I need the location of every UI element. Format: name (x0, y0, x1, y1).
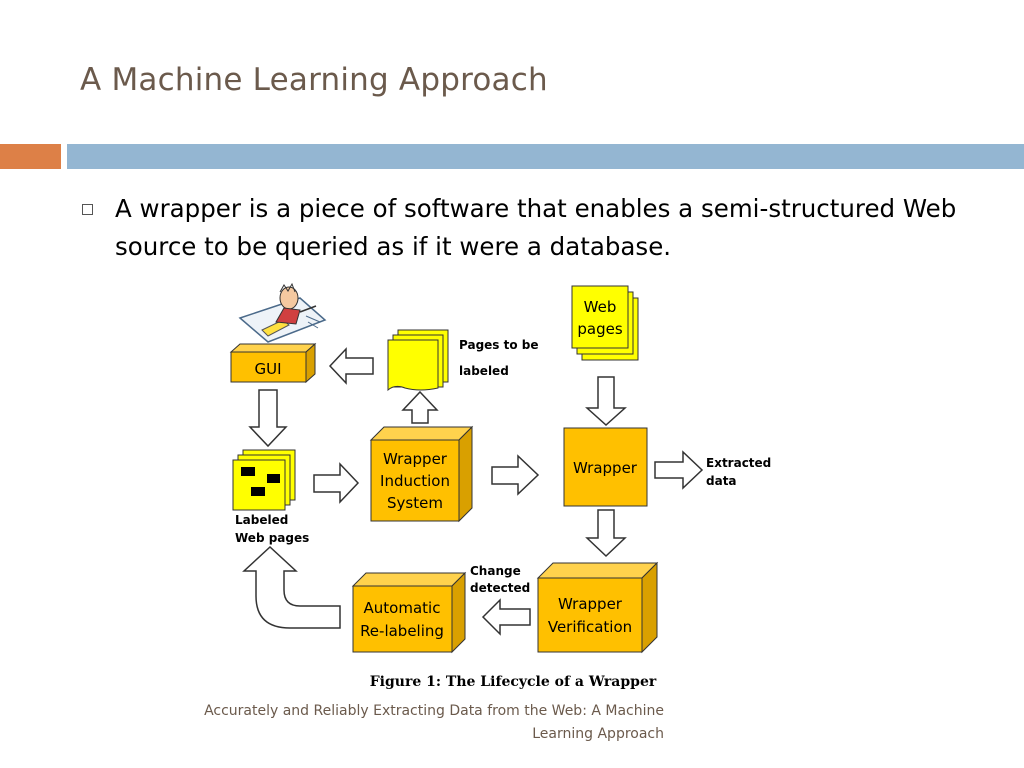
arrow-curved-up-icon (242, 545, 341, 629)
arrow-down-to-labeled-icon (248, 389, 288, 448)
verification-label-2: Verification (548, 618, 632, 636)
web-pages-label-2: pages (577, 320, 622, 338)
slide-title: A Machine Learning Approach (80, 62, 548, 98)
bullet-text: A wrapper is a piece of software that en… (115, 194, 957, 261)
automatic-relabeling-box: Automatic Re-labeling (351, 571, 467, 654)
labeled-web-pages-label-1: Labeled (235, 513, 288, 527)
source-citation: Accurately and Reliably Extracting Data … (104, 700, 664, 746)
wrapper-verification-box: Wrapper Verification (536, 561, 659, 654)
arrow-down-to-wrapper-icon (585, 376, 627, 427)
source-citation-line-1: Accurately and Reliably Extracting Data … (204, 703, 664, 719)
relabeling-label-2: Re-labeling (360, 622, 444, 640)
arrow-right-to-wrapper-icon (491, 454, 540, 496)
bullet-square-icon (82, 204, 93, 215)
pages-to-be-labeled-label-2: labeled (459, 364, 509, 378)
accent-bar-orange (0, 144, 61, 169)
gui-box: GUI (229, 342, 317, 384)
arrow-left-to-relabeling-icon (481, 598, 531, 636)
wis-label-2: Induction (380, 472, 450, 490)
extracted-data-label-1: Extracted (706, 456, 771, 470)
wis-label-1: Wrapper (383, 450, 448, 468)
arrow-left-to-gui-icon (328, 347, 374, 385)
person-clipart-icon (238, 282, 327, 343)
wrapper-label: Wrapper (573, 459, 638, 477)
wrapper-induction-system-box: Wrapper Induction System (369, 425, 474, 523)
arrow-right-to-wis-icon (313, 462, 360, 504)
pages-to-be-labeled-label-1: Pages to be (459, 338, 539, 352)
arrow-down-to-verification-icon (585, 509, 627, 558)
web-pages-stack (571, 285, 639, 361)
labeled-web-pages-label-2: Web pages (235, 531, 309, 545)
accent-bar-blue (67, 144, 1024, 169)
wrapper-box: Wrapper (563, 427, 648, 507)
verification-label-1: Wrapper (558, 595, 623, 613)
labeled-web-pages-stack (232, 449, 296, 511)
wrapper-lifecycle-diagram: GUI Pages to be labeled Web pages Labele… (229, 282, 771, 690)
web-pages-label-1: Web (584, 298, 617, 316)
arrow-right-extracted-icon (654, 450, 704, 490)
arrow-up-to-pages-icon (401, 390, 439, 424)
change-detected-label-2: detected (470, 581, 530, 595)
change-detected-label-1: Change (470, 564, 521, 578)
pages-to-be-labeled-stack (387, 329, 449, 392)
relabeling-label-1: Automatic (364, 599, 441, 617)
figure-caption: Figure 1: The Lifecycle of a Wrapper (370, 674, 657, 690)
gui-label: GUI (254, 360, 281, 378)
source-citation-line-2: Learning Approach (532, 726, 664, 742)
wis-label-3: System (387, 494, 443, 512)
extracted-data-label-2: data (706, 474, 737, 488)
